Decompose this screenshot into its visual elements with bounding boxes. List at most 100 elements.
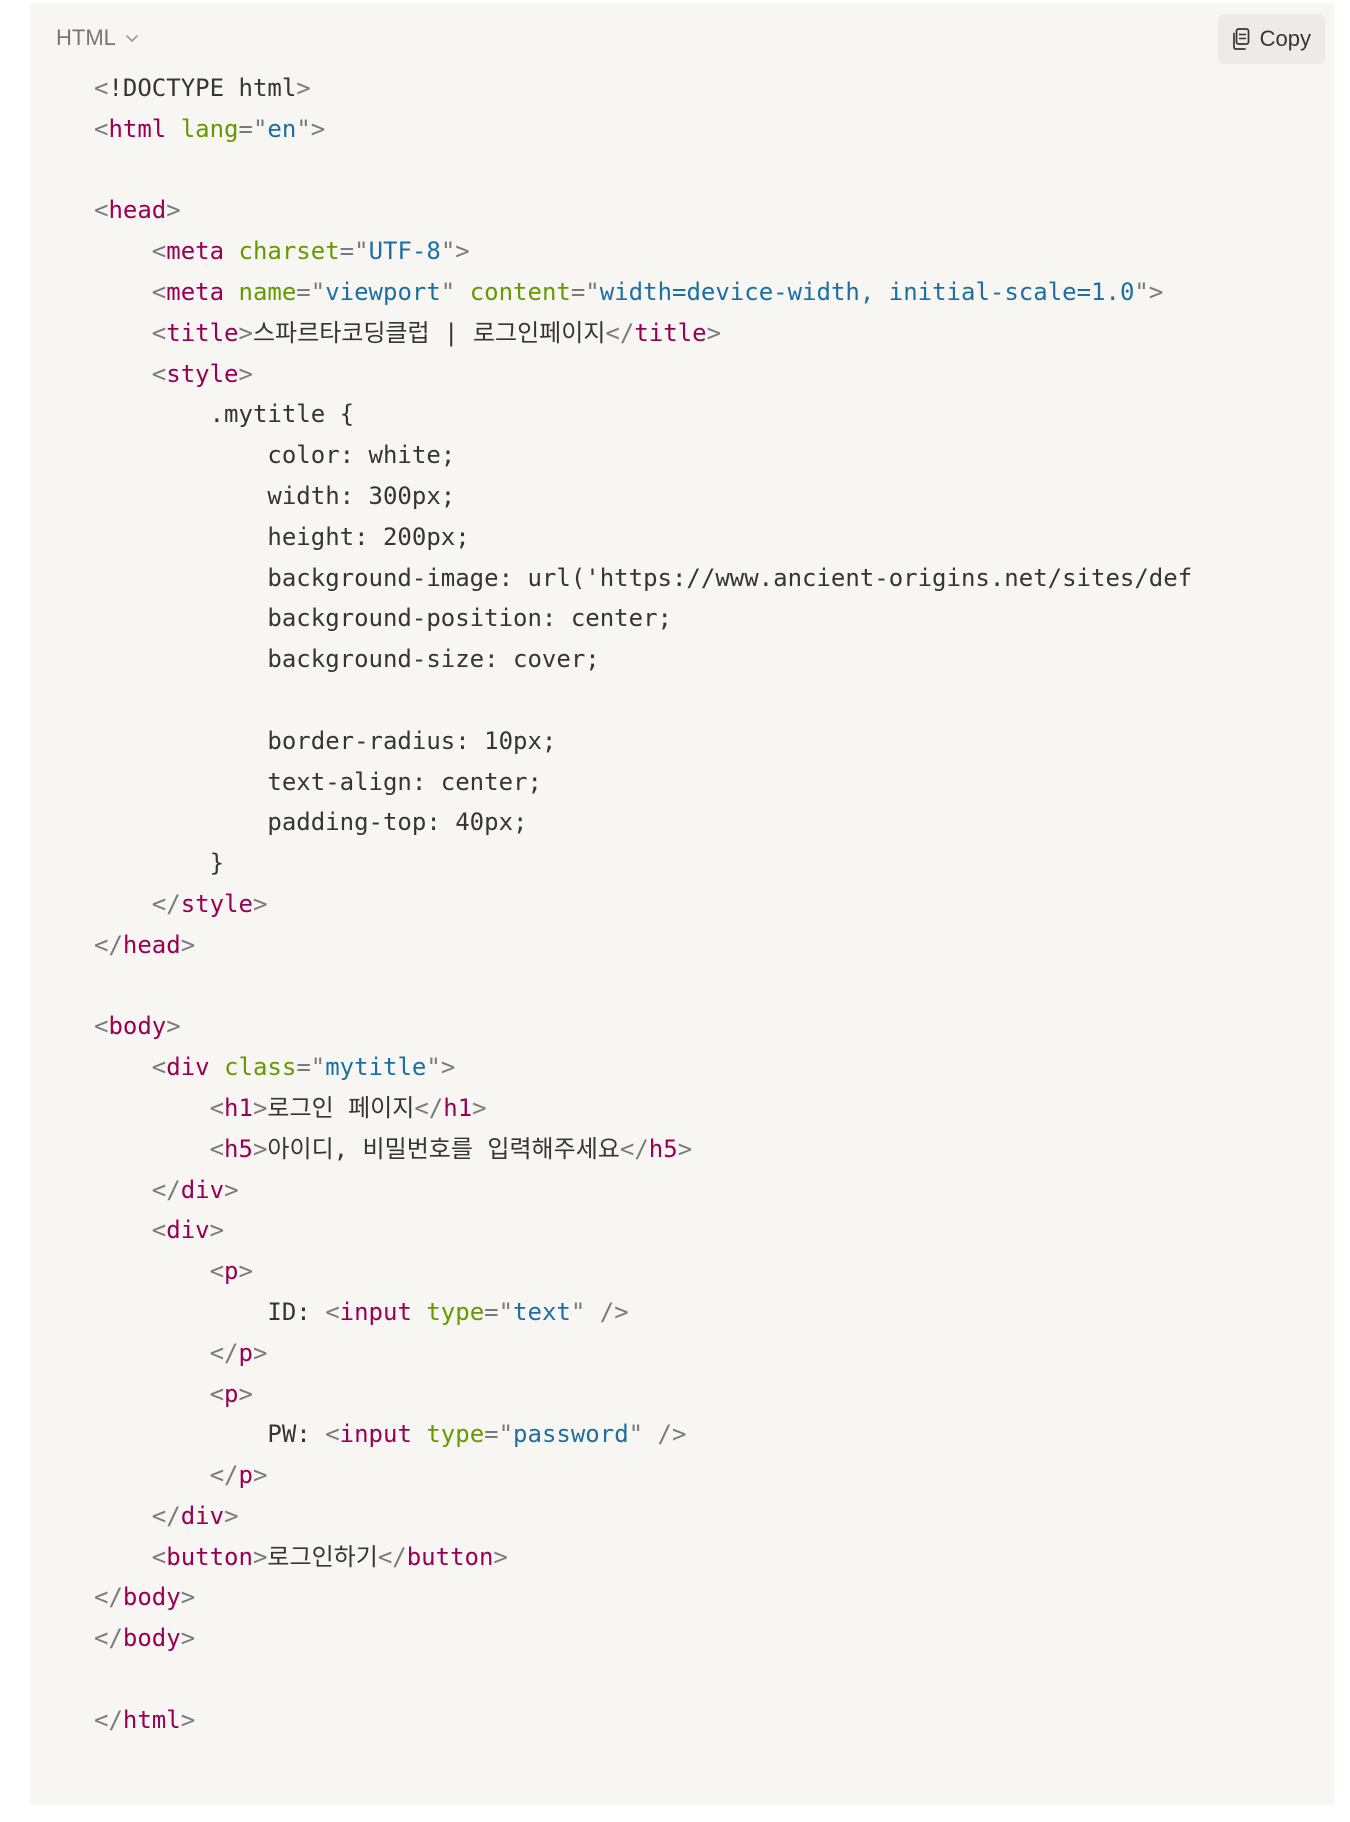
code-token — [94, 237, 152, 265]
code-token: UTF-8 — [368, 237, 441, 266]
code-token: ID: — [94, 1297, 326, 1326]
code-line: </div> — [94, 1496, 1335, 1537]
code-token — [94, 1339, 210, 1367]
code-token: meta — [166, 277, 225, 306]
code-line: <p> — [94, 1374, 1335, 1415]
code-line: text-align: center; — [94, 762, 1335, 803]
code-token: > — [252, 1093, 268, 1122]
code-token: PW: — [94, 1420, 326, 1449]
code-token: div — [166, 1216, 210, 1245]
code-token: html — [122, 1705, 181, 1734]
code-token: </ — [414, 1093, 444, 1122]
code-token: </ — [151, 1501, 181, 1530]
code-token: < — [209, 1134, 225, 1163]
code-token: background-position: center; — [94, 604, 672, 633]
code-line: background-position: center; — [94, 598, 1335, 639]
code-line: background-size: cover; — [94, 639, 1335, 680]
code-token: charset — [238, 237, 340, 266]
code-token: </ — [94, 1624, 123, 1653]
code-content[interactable]: <!DOCTYPE html><html lang="en"> <head> <… — [94, 68, 1335, 1741]
code-token: height: 200px; — [94, 522, 470, 551]
code-token: width: 300px; — [94, 481, 456, 510]
code-line: <title>스파르타코딩클럽 | 로그인페이지</title> — [94, 313, 1335, 354]
code-token: "> — [1134, 277, 1164, 306]
code-token: </ — [94, 1705, 123, 1734]
code-token: > — [472, 1093, 487, 1122]
code-line: <div class="mytitle"> — [94, 1047, 1335, 1088]
code-token: > — [238, 318, 253, 347]
code-token: < — [209, 1257, 225, 1286]
code-token: background-image: url('https://www.ancie… — [94, 563, 1193, 592]
code-token: > — [238, 1379, 253, 1408]
code-token: > — [166, 1012, 181, 1041]
code-token: 아이디, 비밀번호를 입력해주세요 — [267, 1134, 620, 1163]
code-token: 로그인 페이지 — [267, 1093, 415, 1122]
code-token: =" — [296, 277, 326, 306]
code-token: style — [180, 889, 253, 918]
code-token: h5 — [224, 1134, 253, 1163]
code-token: > — [238, 1257, 253, 1286]
code-token: > — [180, 1705, 196, 1734]
code-line: <meta charset="UTF-8"> — [94, 231, 1335, 272]
code-token: > — [238, 359, 253, 388]
code-token: 로그인하기 — [267, 1542, 378, 1571]
code-line: <style> — [94, 354, 1335, 395]
code-token: > — [166, 196, 181, 225]
code-token: body — [122, 1624, 181, 1653]
code-token: password — [513, 1420, 629, 1449]
copy-button[interactable]: Copy — [1217, 14, 1325, 64]
code-token: h5 — [648, 1134, 678, 1163]
code-token: h1 — [224, 1093, 253, 1122]
code-token: > — [224, 1175, 239, 1204]
code-token: < — [209, 1093, 225, 1122]
code-token: =" — [484, 1297, 514, 1326]
code-token — [94, 1380, 210, 1408]
language-selector[interactable]: HTML — [56, 25, 140, 51]
code-token: > — [296, 74, 311, 102]
code-token: < — [325, 1420, 340, 1449]
copy-label: Copy — [1259, 26, 1311, 51]
code-token: =" — [570, 277, 600, 306]
code-line: <h5>아이디, 비밀번호를 입력해주세요</h5> — [94, 1129, 1335, 1170]
code-token: > — [224, 1501, 239, 1530]
code-token: style — [166, 359, 239, 388]
code-token — [94, 278, 152, 306]
code-token: title — [634, 318, 707, 347]
code-token: < — [94, 1012, 109, 1041]
code-token: "> — [296, 114, 326, 143]
code-token: < — [94, 114, 109, 143]
code-line: <!DOCTYPE html> — [94, 68, 1335, 109]
code-block: HTML Copy <!DOCTYPE html><html lang="en"… — [30, 3, 1335, 1805]
code-token: "> — [426, 1053, 456, 1082]
code-token: .mytitle { — [94, 400, 355, 429]
code-token: =" — [296, 1053, 326, 1082]
code-line: <button>로그인하기</button> — [94, 1537, 1335, 1578]
code-token: type — [426, 1297, 485, 1326]
code-token: body — [108, 1012, 167, 1041]
code-line: </body> — [94, 1618, 1335, 1659]
code-token: body — [122, 1583, 181, 1612]
code-token — [94, 890, 152, 918]
code-token — [643, 1420, 657, 1448]
code-token: head — [122, 930, 181, 959]
code-token: > — [252, 1338, 268, 1367]
code-line: padding-top: 40px; — [94, 802, 1335, 843]
code-token: < — [151, 1053, 167, 1082]
code-token: </ — [377, 1542, 407, 1571]
code-token: < — [151, 359, 167, 388]
code-line — [94, 966, 1335, 1007]
code-token — [94, 1543, 152, 1571]
code-line: <div> — [94, 1210, 1335, 1251]
code-token: input — [339, 1420, 412, 1449]
code-line: height: 200px; — [94, 517, 1335, 558]
code-token: p — [238, 1338, 253, 1367]
code-token — [455, 278, 469, 306]
code-token: width=device-width, initial-scale=1.0 — [599, 277, 1135, 306]
code-line: border-radius: 10px; — [94, 721, 1335, 762]
code-token: button — [406, 1542, 494, 1571]
code-token: < — [209, 1379, 225, 1408]
code-token: en — [267, 114, 297, 143]
code-token: > — [252, 1134, 268, 1163]
code-token: border-radius: 10px; — [94, 726, 557, 755]
code-line: } — [94, 843, 1335, 884]
